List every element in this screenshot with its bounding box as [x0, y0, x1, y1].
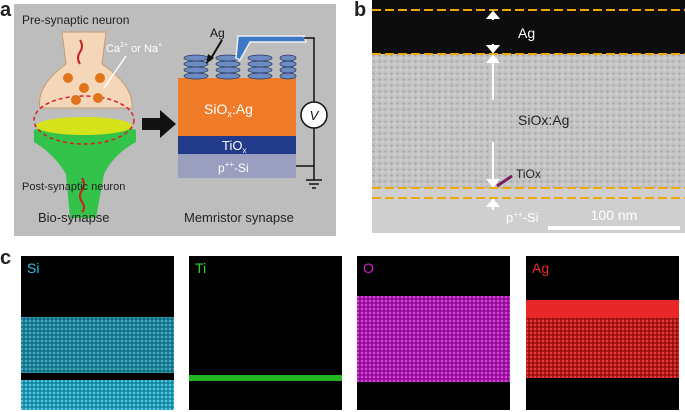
- eds-map-ti: Ti: [189, 256, 342, 410]
- panel-label-b: b: [354, 0, 367, 21]
- panel-a-schematic: Pre-synaptic neuron Ca2+ or Na+ Post-syn…: [14, 4, 336, 236]
- tiox-layer-label-b: TiOx: [516, 167, 541, 181]
- eds-o-label: O: [363, 260, 374, 276]
- eds-map-si: Si: [21, 256, 174, 410]
- eds-map-o: O: [357, 256, 510, 410]
- panel-label-a: a: [0, 0, 12, 21]
- bio-synapse-illustration: [33, 31, 136, 218]
- schematic-svg: Pre-synaptic neuron Ca2+ or Na+ Post-syn…: [22, 13, 328, 225]
- tiox-layer-label: TiOx: [222, 138, 246, 155]
- pre-synaptic-label: Pre-synaptic neuron: [22, 13, 129, 27]
- voltage-source-label: V: [310, 108, 320, 123]
- bio-synapse-caption: Bio-synapse: [38, 210, 110, 225]
- eds-map-ag: Ag: [526, 256, 679, 410]
- ions-label: Ca2+ or Na+: [106, 42, 162, 55]
- eds-si-label: Si: [27, 260, 40, 276]
- interface-dashed-lines: [372, 9, 685, 199]
- siox-layer-label: SiOx:Ag: [204, 101, 253, 119]
- post-synaptic-label: Post-synaptic neuron: [22, 181, 125, 193]
- si-substrate-label: p++-Si: [218, 160, 249, 175]
- scale-bar-label: 100 nm: [591, 207, 638, 223]
- si-layer-label-b: p++-Si: [506, 210, 539, 225]
- scale-bar: [548, 226, 680, 230]
- panel-b-tem-image: Ag SiOx:Ag TiOx p++-Si 100 nm: [372, 0, 685, 233]
- tem-svg: Ag SiOx:Ag TiOx p++-Si 100 nm: [372, 0, 685, 233]
- thickness-arrows: [485, 10, 501, 210]
- panel-label-c: c: [0, 247, 12, 269]
- memristor-stack: [178, 35, 328, 189]
- ag-layer-label: Ag: [518, 25, 535, 41]
- eds-ag-label: Ag: [532, 260, 550, 276]
- eds-ti-label: Ti: [195, 260, 207, 276]
- memristor-synapse-caption: Memristor synapse: [184, 210, 294, 225]
- siox-layer-label-b: SiOx:Ag: [518, 112, 569, 128]
- transition-arrow: [142, 110, 176, 138]
- ag-electrode-label: Ag: [210, 26, 225, 40]
